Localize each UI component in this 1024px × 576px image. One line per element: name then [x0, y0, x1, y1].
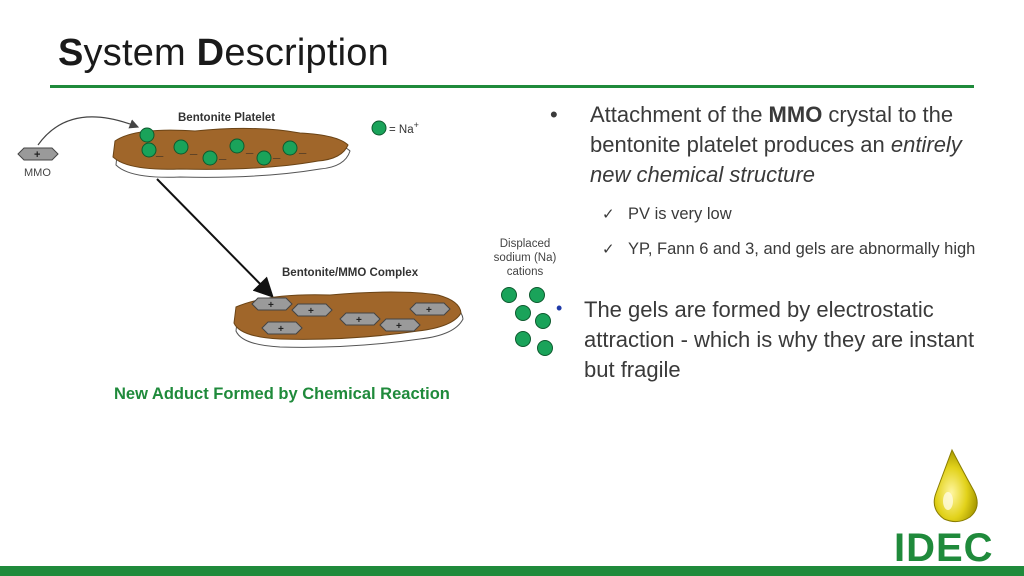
mmo-crystal-icon — [17, 147, 59, 161]
mmo-plus: + — [34, 149, 40, 161]
check-icon: ✓ — [602, 206, 615, 223]
footer-bar — [0, 566, 1024, 576]
oil-drop-icon — [933, 448, 978, 523]
sodium-ion — [141, 142, 157, 158]
mmo-crystal-icon — [339, 312, 381, 326]
sodium-ion — [282, 140, 298, 156]
mmo-crystal-icon — [251, 297, 293, 311]
mmo-plus: + — [356, 315, 362, 326]
mmo-arrow — [37, 116, 140, 146]
negative-charge: _ — [298, 140, 307, 155]
sodium-ion — [256, 150, 272, 166]
attached-mmo-crystals: + + + + + + — [251, 297, 451, 335]
sodium-ion — [229, 138, 245, 154]
sodium-ion — [529, 287, 545, 303]
sodium-ion — [173, 139, 189, 155]
negative-charge: _ — [189, 141, 198, 156]
negative-charge: _ — [218, 146, 227, 161]
bullet-text: Attachment of the MMO crystal to the ben… — [590, 102, 962, 187]
title-divider — [50, 85, 974, 88]
idec-logo: IDEC — [894, 448, 994, 566]
displaced-sodium-ions — [501, 287, 553, 356]
displaced-sodium-label: Displaced sodium (Na) cations — [494, 238, 557, 278]
reaction-arrow — [156, 178, 274, 298]
mmo-crystal-icon — [409, 302, 451, 316]
mmo-crystal-icon — [261, 321, 303, 335]
sodium-ion — [501, 287, 517, 303]
sodium-ion — [515, 331, 531, 347]
negative-charge: _ — [155, 143, 164, 158]
bullet-marker: • — [550, 102, 558, 127]
sodium-ion — [515, 305, 531, 321]
bullet-text: The gels are formed by electrostatic att… — [584, 297, 975, 382]
sodium-ion — [139, 127, 155, 143]
mmo-label: MMO — [24, 167, 51, 179]
mmo-plus: + — [426, 305, 432, 316]
legend-label: = Na+ — [389, 120, 419, 136]
sodium-ion — [535, 313, 551, 329]
svg-text:cations: cations — [507, 266, 544, 278]
negative-charge: _ — [245, 140, 254, 155]
sub-bullet-text: YP, Fann 6 and 3, and gels are abnormall… — [628, 240, 976, 258]
mmo-plus: + — [308, 306, 314, 317]
sodium-ion — [202, 150, 218, 166]
mmo-plus: + — [396, 321, 402, 332]
svg-text:sodium (Na): sodium (Na) — [494, 252, 557, 264]
mmo-crystal-icon — [291, 303, 333, 317]
svg-text:Displaced: Displaced — [500, 238, 551, 250]
mmo-crystal-icon — [379, 318, 421, 332]
diagram-caption: New Adduct Formed by Chemical Reaction — [114, 385, 450, 403]
slide-title: System Description — [58, 32, 389, 74]
complex-label: Bentonite/MMO Complex — [282, 267, 419, 279]
negative-charge: _ — [272, 145, 281, 160]
bullet-marker: • — [556, 298, 563, 318]
sodium-ions-attached — [139, 127, 298, 166]
bentonite-diagram: Bentonite Platelet _ _ _ _ _ _ = Na+ + M… — [17, 112, 557, 356]
sodium-ion — [537, 340, 553, 356]
platelet-label: Bentonite Platelet — [178, 112, 275, 124]
sub-bullet-text: PV is very low — [628, 205, 732, 223]
logo-text: IDEC — [894, 526, 994, 566]
check-icon: ✓ — [602, 241, 615, 258]
negative-charges: _ _ _ _ _ _ — [155, 140, 307, 161]
mmo-plus: + — [278, 324, 284, 335]
mmo-plus: + — [268, 300, 274, 311]
legend-sodium-icon — [371, 120, 387, 136]
